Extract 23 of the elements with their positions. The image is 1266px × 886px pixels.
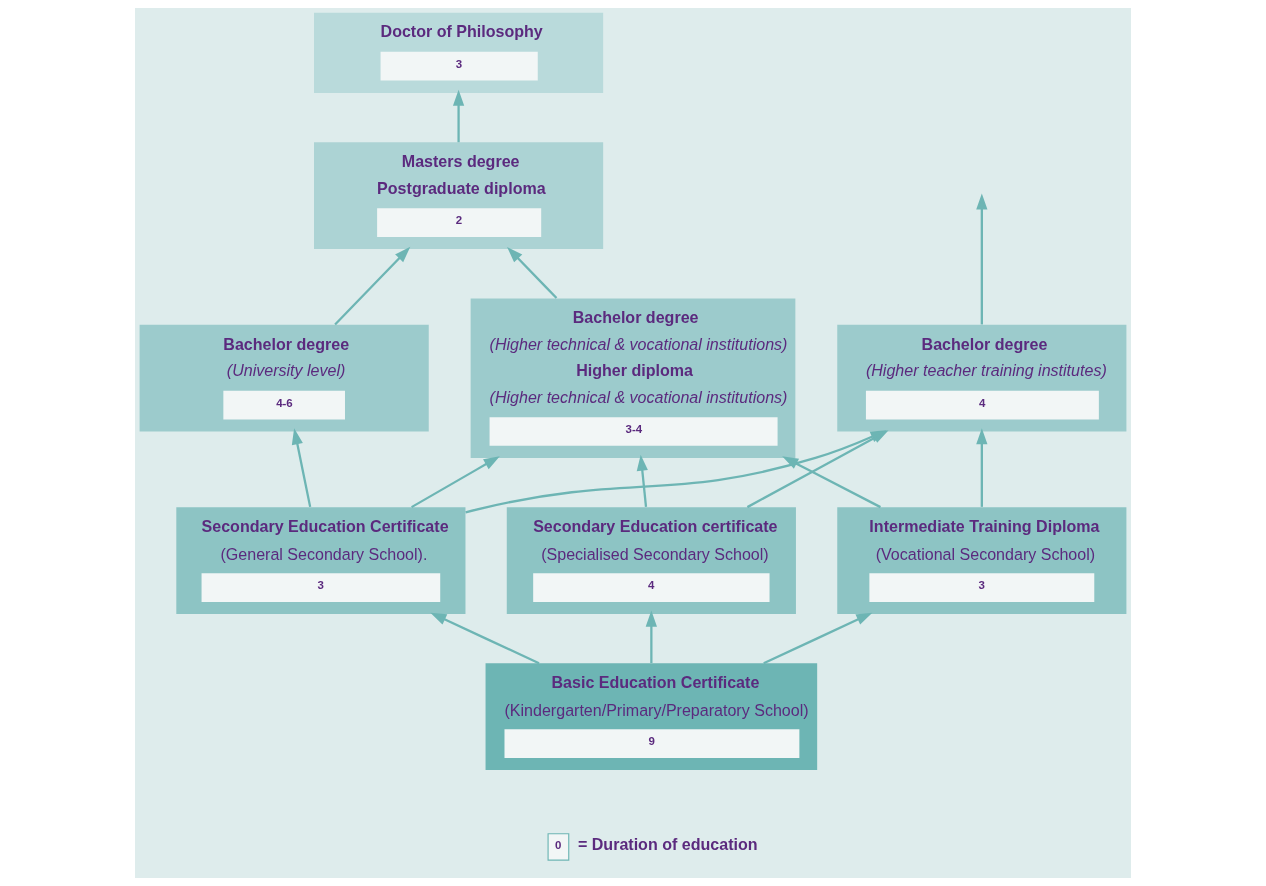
legend-label: = Duration of education	[577, 835, 758, 854]
node-box: Secondary Education certificate (Specialised Secondary School) 4	[506, 507, 796, 614]
node-box: Basic Education Certificate (Kindergarten/Primary/Preparatory School) 9	[485, 663, 818, 771]
label: 0	[554, 838, 562, 851]
arrow	[507, 246, 558, 299]
node-box: Secondary Education Certificate (General Secondary School). 3	[176, 507, 466, 614]
arrow	[763, 612, 873, 665]
arrow	[411, 456, 500, 509]
arrow	[452, 89, 465, 143]
node-box: Intermediate Training Diploma (Vocational Secondary School) 3	[837, 507, 1127, 614]
node-box: Bachelor degree (University level) 4-6	[139, 324, 429, 432]
arrow	[430, 612, 540, 665]
arrow	[334, 246, 411, 326]
node-box: Bachelor degree (Higher teacher training institutes) 4	[837, 324, 1127, 432]
arrow	[636, 454, 648, 507]
arrow	[782, 456, 881, 509]
node-box: Masters degree Postgraduate diploma 2	[314, 142, 604, 250]
arrow	[976, 428, 988, 507]
node-box: Doctor of Philosophy 3	[314, 12, 604, 93]
arrow	[291, 428, 312, 508]
arrow	[645, 610, 657, 664]
arrow	[976, 193, 988, 325]
node-box: Bachelor degree (Higher technical & vocational institutions) Higher diploma (Higher technical & vocational institutions) 3-4	[470, 298, 796, 458]
